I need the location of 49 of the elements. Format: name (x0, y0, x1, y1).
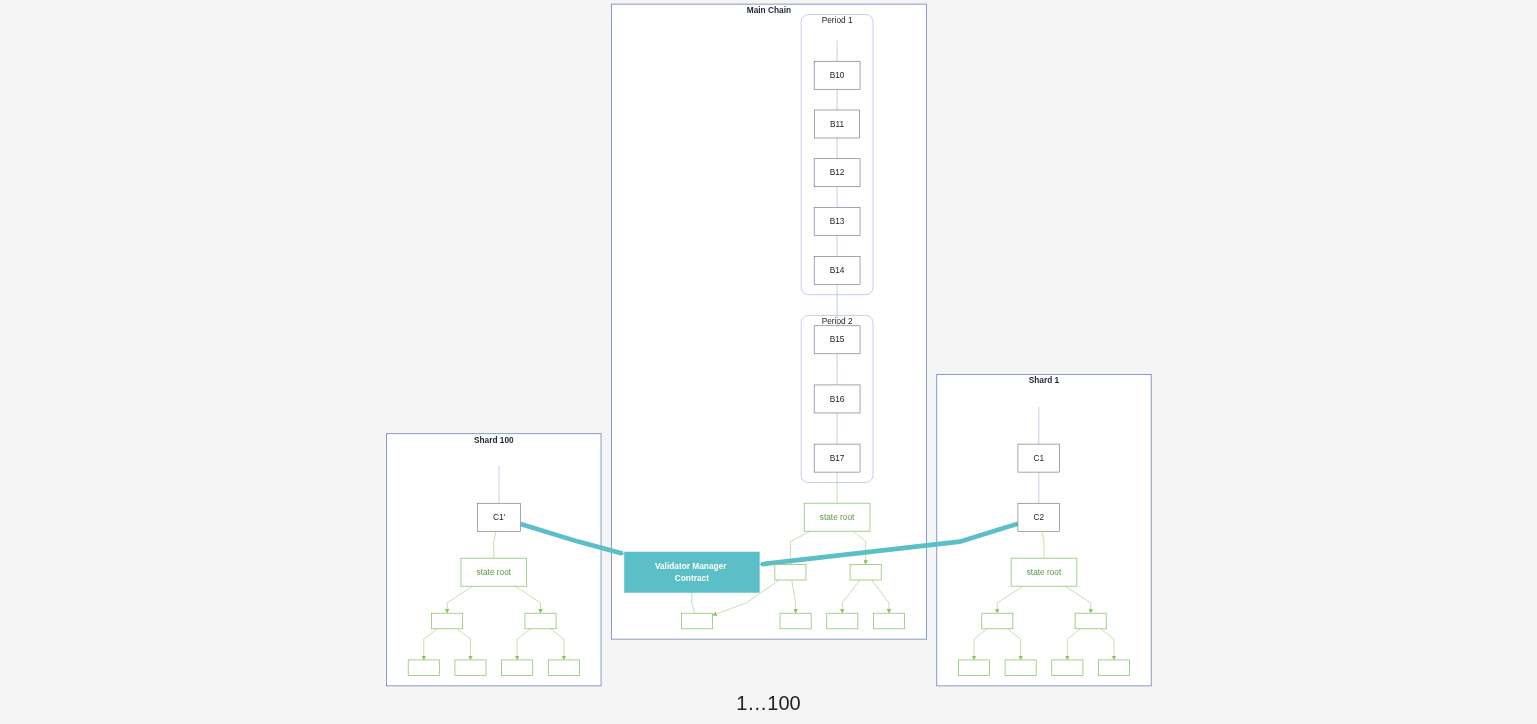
node-box (407, 659, 440, 676)
node-box (849, 564, 882, 581)
node-box: B10 (813, 60, 860, 90)
node-box (774, 564, 806, 581)
node-box: Validator Manager Contract (623, 551, 760, 593)
arrow (519, 521, 625, 556)
node-box (1097, 659, 1130, 676)
connector (836, 412, 837, 445)
node-box: C1' (476, 502, 521, 532)
connector (1038, 471, 1039, 504)
connector (836, 284, 837, 327)
connector (836, 471, 837, 504)
node-box: state root (460, 557, 527, 587)
node-box: B17 (813, 443, 860, 473)
node-box (680, 612, 713, 630)
node-box (872, 612, 905, 630)
node-box (1004, 659, 1037, 676)
node-box (980, 612, 1013, 630)
node-box (1074, 612, 1107, 630)
node-box (524, 612, 557, 630)
node-box: state root (803, 502, 870, 532)
node-box (547, 659, 580, 676)
connector (1038, 406, 1039, 445)
node-box: B11 (813, 109, 860, 139)
node-box: B13 (813, 207, 860, 236)
connector (691, 592, 695, 614)
connector (836, 235, 837, 257)
number-range: 1…100 (736, 692, 801, 716)
connector (836, 137, 837, 159)
connector (836, 40, 837, 62)
node-box (500, 659, 533, 676)
node-box: B15 (813, 325, 860, 355)
node-box (779, 612, 812, 630)
node-box: C2 (1017, 502, 1060, 532)
connector (1041, 531, 1044, 559)
node-box: state root (1010, 557, 1077, 587)
connector (836, 353, 837, 386)
connector (836, 186, 837, 208)
node-box: B16 (813, 384, 860, 414)
node-box: B14 (813, 256, 860, 285)
connector (836, 88, 837, 111)
node-box: B12 (813, 158, 860, 188)
node-box (1050, 659, 1083, 676)
connector (493, 531, 496, 559)
node-box (957, 659, 990, 676)
node-box (430, 612, 463, 630)
node-box (825, 612, 858, 630)
node-box (454, 659, 486, 676)
node-box: C1 (1017, 443, 1060, 473)
